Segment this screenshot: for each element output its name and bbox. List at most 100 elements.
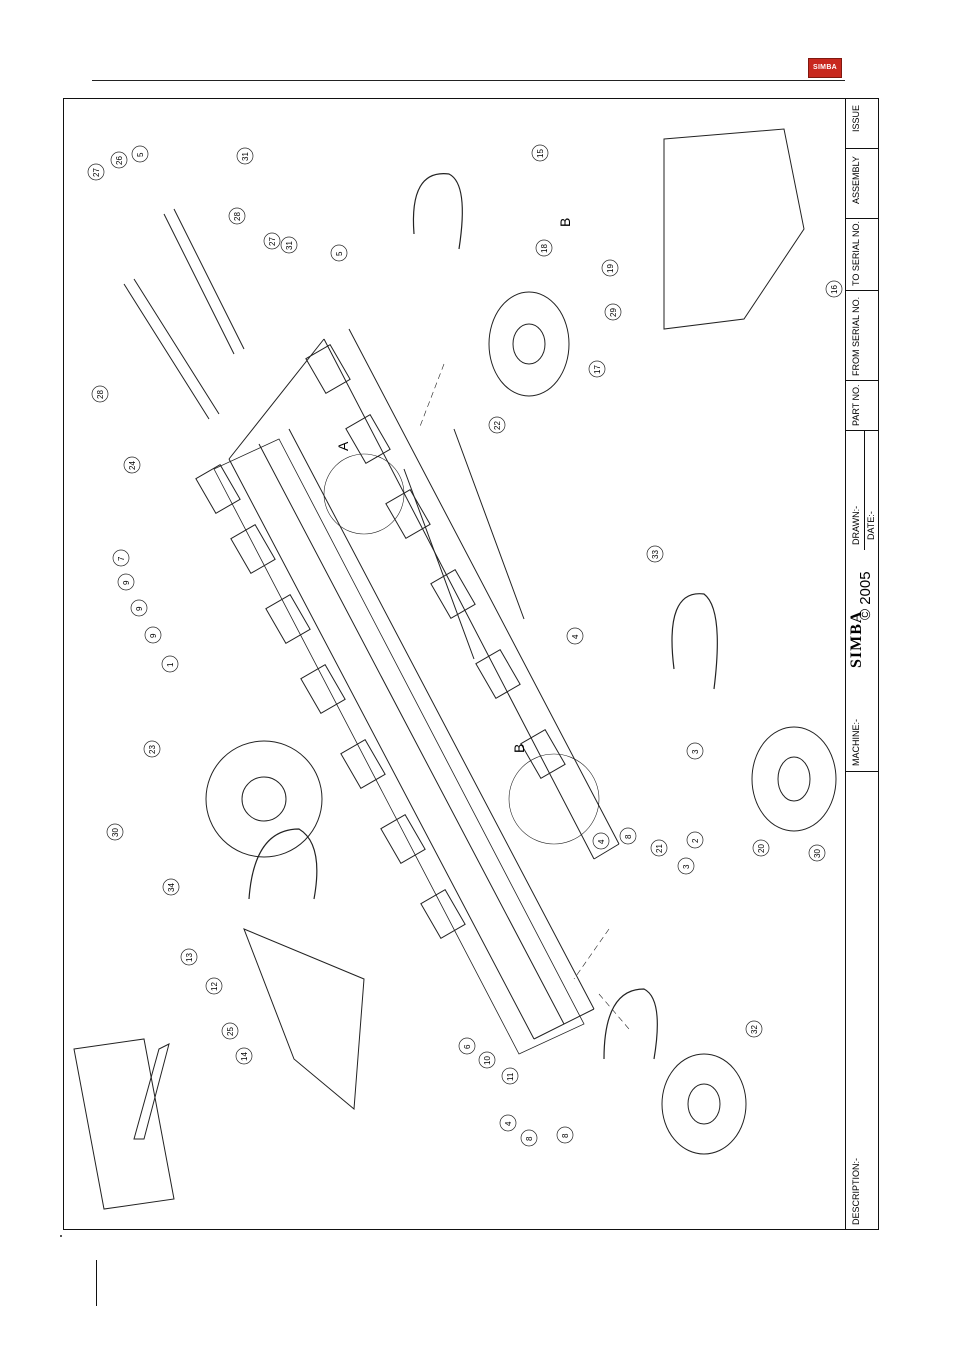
svg-text:9: 9 [149,633,158,638]
callout: 3 [678,858,694,874]
frame-rail [229,429,594,1039]
svg-text:30: 30 [111,828,120,837]
callout: 27 [264,233,280,249]
disc [206,741,322,857]
title-midline [864,430,865,550]
callout: 23 [144,741,160,757]
svg-text:14: 14 [240,1052,249,1061]
title-divider [845,430,879,431]
tine-34 [249,829,317,899]
callout: 7 [113,550,129,566]
disc [662,1054,746,1154]
svg-text:4: 4 [597,839,606,844]
callout: 8 [620,828,636,844]
toolbar-beam [214,439,584,1054]
callout: 3 [687,743,703,759]
callout: 29 [605,304,621,320]
svg-text:16: 16 [830,285,839,294]
callout: 9 [145,627,161,643]
callout: 1 [162,656,178,672]
svg-text:15: 15 [536,149,545,158]
cross-member [404,429,524,659]
callout: 12 [206,978,222,994]
svg-text:8: 8 [561,1133,570,1138]
callout: 28 [92,386,108,402]
callout: 24 [124,457,140,473]
detail-circle-a [324,454,404,534]
callout: 2 [687,832,703,848]
svg-text:27: 27 [92,168,101,177]
frame-end [229,339,619,1039]
svg-text:26: 26 [115,156,124,165]
issue-label: ISSUE [851,105,861,132]
part-no-label: PART NO. [851,384,861,426]
drawn-label: DRAWN:- [851,506,861,545]
machine-label: MACHINE:- [851,719,861,766]
simba-logo: SIMBA [808,58,842,78]
svg-text:25: 25 [226,1027,235,1036]
arm-28 [164,209,244,354]
date-label: DATE:- [866,511,876,540]
callout: 27 [88,164,104,180]
svg-text:19: 19 [606,264,615,273]
callout: 22 [489,417,505,433]
detail-circle-b [509,754,599,844]
callout: 19 [602,260,618,276]
svg-text:2: 2 [691,838,700,843]
svg-text:7: 7 [117,556,126,561]
svg-text:13: 13 [185,953,194,962]
svg-text:5: 5 [136,152,145,157]
svg-text:12: 12 [210,982,219,991]
page-mark [60,1235,62,1237]
logo-text: SIMBA [809,64,841,71]
centre-line [419,364,629,1029]
assembly-label: ASSEMBLY [851,156,861,204]
callout: 20 [753,840,769,856]
exploded-parts-diagram: A B B 27 26 5 31 28 27 31 5 28 24 15 18 … [64,99,844,1229]
svg-text:29: 29 [609,308,618,317]
svg-text:23: 23 [148,745,157,754]
svg-text:4: 4 [571,634,580,639]
mounting-bracket [664,129,804,329]
callout: 6 [459,1038,475,1054]
svg-text:5: 5 [335,251,344,256]
svg-text:1: 1 [166,662,175,667]
svg-text:27: 27 [268,237,277,246]
callout: 8 [521,1130,537,1146]
svg-text:18: 18 [540,244,549,253]
svg-text:28: 28 [96,390,105,399]
header-rule [92,80,845,81]
title-divider [845,290,879,291]
tine-32 [604,989,657,1059]
svg-text:28: 28 [233,212,242,221]
svg-text:17: 17 [593,365,602,374]
tine-15 [413,174,462,249]
svg-text:3: 3 [691,749,700,754]
callout: 4 [593,833,609,849]
callout: 30 [107,824,123,840]
page-gutter-line [96,1260,97,1306]
svg-text:31: 31 [285,241,294,250]
svg-text:24: 24 [128,461,137,470]
svg-text:30: 30 [813,849,822,858]
title-divider [845,148,879,149]
svg-text:22: 22 [493,421,502,430]
disc [489,292,569,396]
view-label-b: B [557,218,573,227]
svg-text:32: 32 [750,1025,759,1034]
callout: 18 [536,240,552,256]
svg-text:9: 9 [135,606,144,611]
callout: 17 [589,361,605,377]
callout: 13 [181,949,197,965]
callout: 33 [647,546,663,562]
callout: 31 [281,237,297,253]
frame-rail [324,329,619,859]
from-serial-label: FROM SERIAL NO. [851,297,861,376]
callout: 14 [236,1048,252,1064]
callout: 5 [331,245,347,261]
title-divider [845,380,879,381]
callout: 28 [229,208,245,224]
deflector-plate [244,929,364,1109]
callout: 4 [500,1115,516,1131]
callout: 11 [502,1068,518,1084]
